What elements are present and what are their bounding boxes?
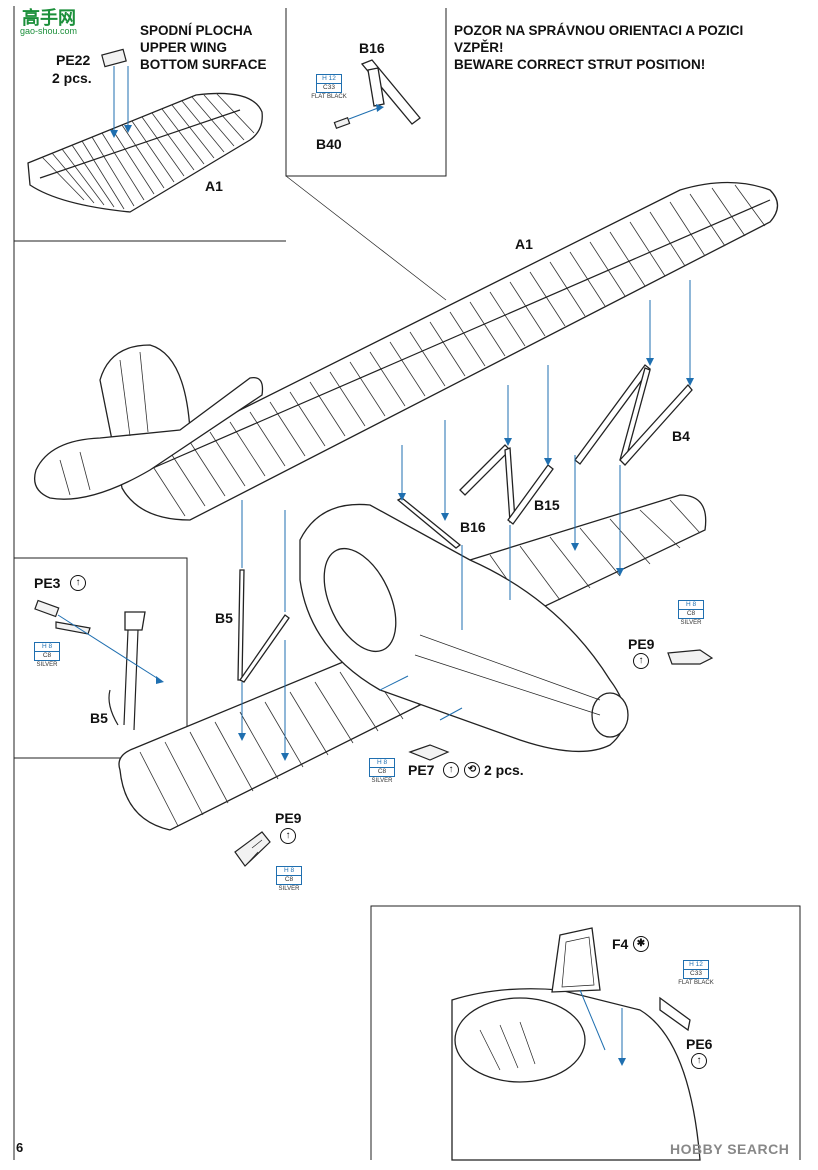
paint-desc: SILVER [680, 620, 702, 626]
label-b5-main: B5 [215, 610, 233, 626]
bend-up-icon: ↑ [633, 653, 649, 669]
label-pe3: PE3 [34, 575, 61, 591]
watermark-site-cn: 高手网 [22, 8, 76, 28]
inset-strut-b16 [333, 59, 421, 129]
pe9-right-part [667, 649, 714, 665]
label-b40: B40 [316, 136, 342, 152]
inset-border-pe3 [14, 557, 188, 759]
bend-loop-icon: ⟲ [464, 762, 480, 778]
paint-code-silver: H 8 C8 SILVER [276, 866, 302, 892]
paint-c-code: C8 [35, 651, 59, 660]
label-b4: B4 [672, 428, 690, 444]
upper-wing-main [120, 181, 779, 521]
label-b16-inset: B16 [359, 40, 385, 56]
watermark-site-url: gao-shou.com [20, 26, 78, 36]
paint-c-code: C33 [684, 969, 708, 978]
label-a1-main: A1 [515, 236, 533, 252]
paint-code-flat-black: H 12 C33 FLAT BLACK [678, 960, 714, 986]
label-b5-inset: B5 [90, 710, 108, 726]
label-pe22-qty: 2 pcs. [52, 70, 92, 86]
paint-h-code: H 8 [41, 643, 53, 650]
paint-c-code: C33 [317, 83, 341, 92]
paint-code-silver: H 8 C8 SILVER [34, 642, 60, 668]
header-warning-line-2: VZPĚR! [454, 40, 504, 55]
paint-code-flat-black: H 12 C33 FLAT BLACK [311, 74, 347, 100]
header-wing-line-3: BOTTOM SURFACE [140, 57, 267, 72]
lower-wing-left [118, 654, 422, 831]
header-warning-line-3: BEWARE CORRECT STRUT POSITION! [454, 57, 706, 72]
watermark-hobby-search: HOBBY SEARCH [670, 1141, 790, 1157]
header-warning: POZOR NA SPRÁVNOU ORIENTACI A POZICI VZP… [454, 22, 743, 73]
label-pe9-left: PE9 [275, 810, 302, 826]
paint-code-silver: H 8 C8 SILVER [678, 600, 704, 626]
label-pe22: PE22 [56, 52, 91, 68]
label-a1-inset: A1 [205, 178, 223, 194]
paint-c-code: C8 [370, 767, 394, 776]
paint-desc: SILVER [371, 778, 393, 784]
paint-code-silver: H 8 C8 SILVER [369, 758, 395, 784]
inset-wing-bottom [27, 48, 263, 213]
paint-h-code: H 8 [376, 759, 388, 766]
assembly-arrows [238, 280, 694, 761]
bend-up-icon: ↑ [70, 575, 86, 591]
header-wing-line-2: UPPER WING [140, 40, 228, 55]
paint-h-code: H 12 [689, 961, 703, 968]
tail-assembly [33, 344, 264, 500]
paint-desc: SILVER [36, 662, 58, 668]
inset-border-cockpit [370, 905, 801, 1160]
header-wing-line-1: SPODNÍ PLOCHA [140, 23, 253, 38]
label-b15: B15 [534, 497, 560, 513]
inset-pe3-parts [34, 599, 164, 731]
label-pe6: PE6 [686, 1036, 713, 1052]
inset-cockpit [451, 927, 701, 1161]
paint-desc: SILVER [278, 886, 300, 892]
paint-desc: FLAT BLACK [678, 980, 714, 986]
page-number: 6 [16, 1140, 24, 1155]
paint-h-code: H 8 [283, 867, 295, 874]
pe7-part [408, 744, 450, 761]
inset-leader-line [285, 175, 447, 301]
inset-border-strut [285, 8, 447, 177]
bend-up-icon: ↑ [280, 828, 296, 844]
bend-up-icon: ↑ [691, 1053, 707, 1069]
bend-up-icon: ↑ [443, 762, 459, 778]
struts [237, 364, 693, 683]
label-f4: F4 [612, 936, 629, 952]
label-b16-main: B16 [460, 519, 486, 535]
pe9-left-part [234, 831, 271, 867]
label-pe9-right: PE9 [628, 636, 655, 652]
paint-desc: FLAT BLACK [311, 94, 347, 100]
label-pe7: PE7 [408, 762, 435, 778]
header-wing-label: SPODNÍ PLOCHA UPPER WING BOTTOM SURFACE [140, 22, 267, 73]
paint-c-code: C8 [277, 875, 301, 884]
paint-h-code: H 12 [322, 75, 336, 82]
paint-h-code: H 8 [685, 601, 697, 608]
clear-part-icon: ✱ [633, 936, 649, 952]
paint-c-code: C8 [679, 609, 703, 618]
label-pe7-qty: 2 pcs. [484, 762, 524, 778]
lower-wing-right [468, 494, 707, 619]
header-warning-line-1: POZOR NA SPRÁVNOU ORIENTACI A POZICI [454, 23, 744, 38]
